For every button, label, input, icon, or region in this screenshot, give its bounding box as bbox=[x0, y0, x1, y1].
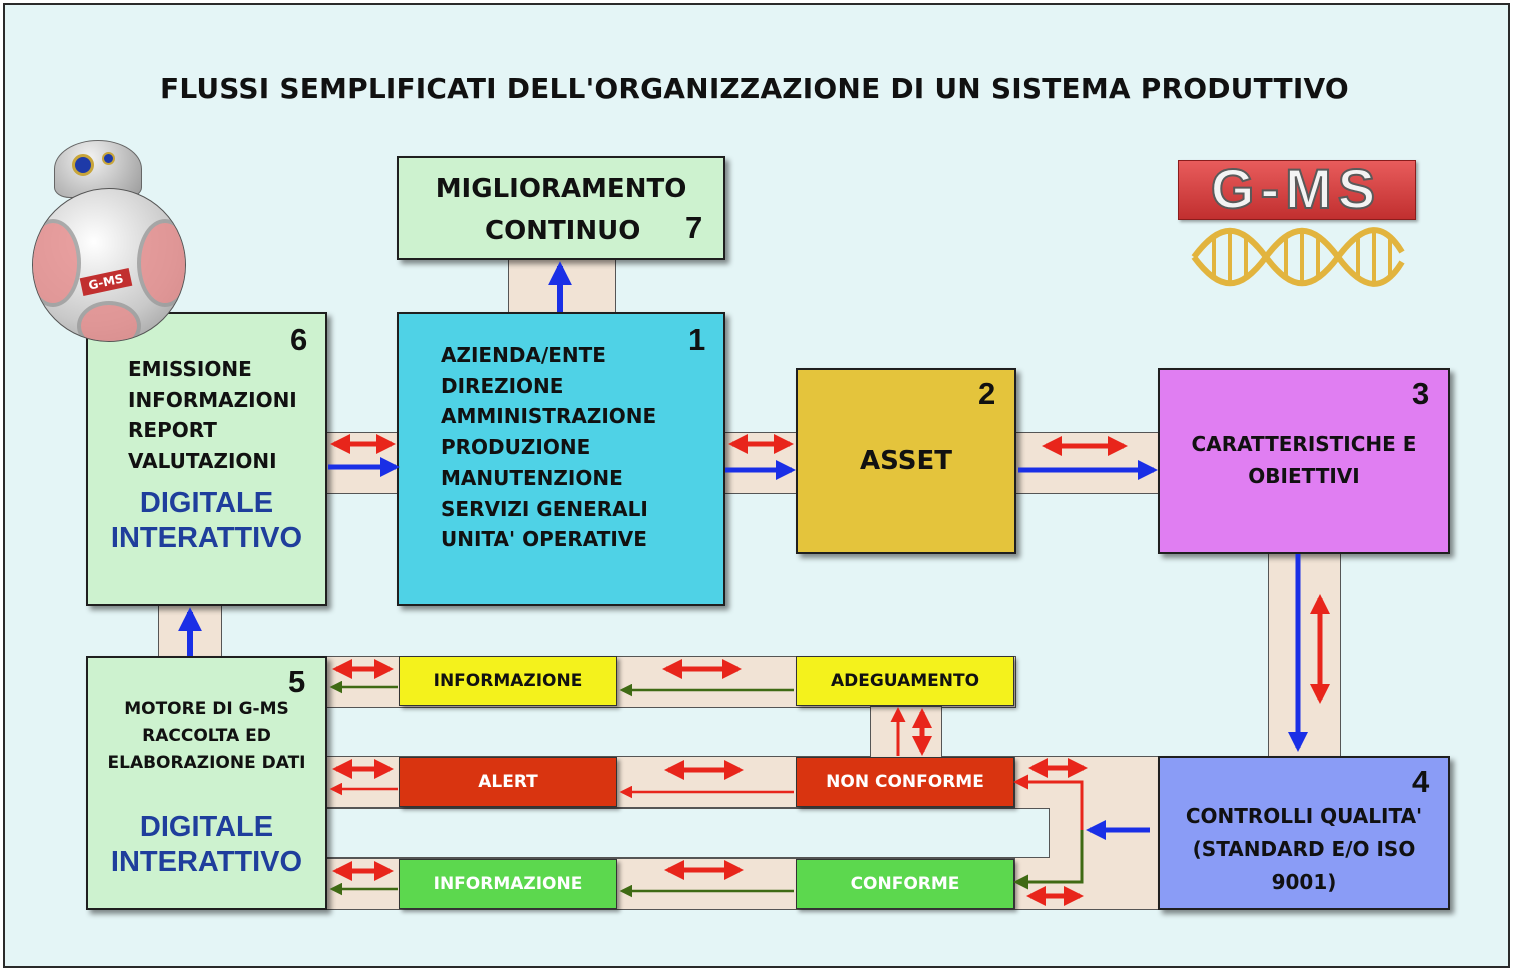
box6-list: EMISSIONE INFORMAZIONI REPORT VALUTAZION… bbox=[128, 354, 297, 477]
box5-digital-line: DIGITALE bbox=[139, 811, 274, 843]
box6-line: EMISSIONE bbox=[128, 357, 252, 381]
box7-line1: MIGLIORAMENTO bbox=[435, 174, 687, 204]
box6-line: REPORT bbox=[128, 418, 217, 443]
box5-number: 5 bbox=[288, 664, 306, 699]
pill-alert: ALERT bbox=[399, 757, 617, 807]
loop-inner-gap bbox=[326, 808, 1050, 858]
box7-number: 7 bbox=[685, 210, 703, 245]
robot-body: G-MS bbox=[32, 188, 186, 342]
box3-number: 3 bbox=[1412, 376, 1430, 411]
box4-line: CONTROLLI QUALITA' bbox=[1185, 804, 1423, 828]
box1-line: SERVIZI GENERALI bbox=[441, 496, 648, 521]
box5-digital-line: INTERATTIVO bbox=[110, 846, 303, 878]
robot-mascot-icon: G-MS bbox=[28, 140, 192, 342]
box7-line2: CONTINUO bbox=[485, 216, 641, 246]
box1-line: DIREZIONE bbox=[441, 373, 564, 398]
box6-digital-line: INTERATTIVO bbox=[110, 522, 303, 554]
box1-line: AZIENDA/ENTE bbox=[441, 343, 606, 367]
box1-number: 1 bbox=[688, 322, 706, 357]
robot-panel-bottom bbox=[77, 301, 141, 341]
box1-line: PRODUZIONE bbox=[441, 435, 591, 460]
box1-line: MANUTENZIONE bbox=[441, 465, 623, 490]
gms-logo-text: G-MS bbox=[1210, 156, 1382, 221]
box2-label: ASSET bbox=[860, 446, 952, 476]
box3-text: CARATTERISTICHE E OBIETTIVI bbox=[1160, 428, 1448, 492]
box-4-controlli-qualita: 4 CONTROLLI QUALITA' (STANDARD E/O ISO 9… bbox=[1158, 756, 1450, 910]
pill-informazione-top: INFORMAZIONE bbox=[399, 656, 617, 706]
box6-number: 6 bbox=[290, 322, 308, 357]
box4-text: CONTROLLI QUALITA' (STANDARD E/O ISO 900… bbox=[1160, 800, 1448, 899]
pill-informazione-bottom: INFORMAZIONE bbox=[399, 859, 617, 909]
box6-digital-line: DIGITALE bbox=[139, 487, 274, 519]
box6-line: INFORMAZIONI bbox=[128, 387, 297, 412]
pill-conforme: CONFORME bbox=[796, 859, 1014, 909]
box1-line: AMMINISTRAZIONE bbox=[441, 404, 657, 429]
box5-line: ELABORAZIONE DATI bbox=[107, 753, 306, 773]
corridor-2-3 bbox=[1014, 432, 1161, 494]
arrow-loop-to-nonconforme bbox=[1013, 774, 1084, 830]
box-3-caratteristiche: 3 CARATTERISTICHE E OBIETTIVI bbox=[1158, 368, 1450, 554]
box6-line: VALUTAZIONI bbox=[128, 449, 277, 474]
pill-non-conforme: NON CONFORME bbox=[796, 757, 1014, 807]
box5-line: RACCOLTA ED bbox=[142, 726, 271, 746]
page-title: FLUSSI SEMPLIFICATI DELL'ORGANIZZAZIONE … bbox=[160, 72, 1349, 105]
box5-digital-label: DIGITALE INTERATTIVO bbox=[88, 810, 325, 880]
box4-number: 4 bbox=[1412, 764, 1430, 799]
pill-adeguamento: ADEGUAMENTO bbox=[796, 656, 1014, 706]
arrow-loop-to-conforme bbox=[1013, 830, 1084, 890]
box-5-motore: 5 MOTORE DI G-MS RACCOLTA ED ELABORAZION… bbox=[86, 656, 327, 910]
box-7-miglioramento-continuo: MIGLIORAMENTO CONTINUO 7 bbox=[397, 156, 725, 260]
gms-logo-plate bbox=[1178, 160, 1416, 220]
box5-text: MOTORE DI G-MS RACCOLTA ED ELABORAZIONE … bbox=[88, 696, 325, 777]
robot-eye-main bbox=[72, 154, 94, 176]
box-2-asset: 2 ASSET bbox=[796, 368, 1016, 554]
robot-eye-small bbox=[102, 152, 115, 165]
box4-line: (STANDARD E/O ISO 9001) bbox=[1192, 837, 1416, 894]
box1-list: AZIENDA/ENTE DIREZIONE AMMINISTRAZIONE P… bbox=[441, 340, 656, 555]
box-1-azienda: 1 AZIENDA/ENTE DIREZIONE AMMINISTRAZIONE… bbox=[397, 312, 725, 606]
box6-digital-label: DIGITALE INTERATTIVO bbox=[88, 486, 325, 556]
box1-line: UNITA' OPERATIVE bbox=[441, 527, 647, 552]
robot-badge: G-MS bbox=[79, 267, 133, 297]
robot-panel-left bbox=[33, 219, 81, 307]
box5-line: MOTORE DI G-MS bbox=[124, 699, 289, 719]
robot-panel-right bbox=[137, 219, 185, 307]
dna-icon bbox=[1191, 227, 1405, 287]
box-6-emissione: 6 EMISSIONE INFORMAZIONI REPORT VALUTAZI… bbox=[86, 312, 327, 606]
gms-logo: G-MS bbox=[1178, 156, 1418, 296]
box3-line: CARATTERISTICHE E bbox=[1191, 432, 1417, 456]
box3-line: OBIETTIVI bbox=[1248, 464, 1360, 488]
box2-number: 2 bbox=[978, 376, 996, 411]
